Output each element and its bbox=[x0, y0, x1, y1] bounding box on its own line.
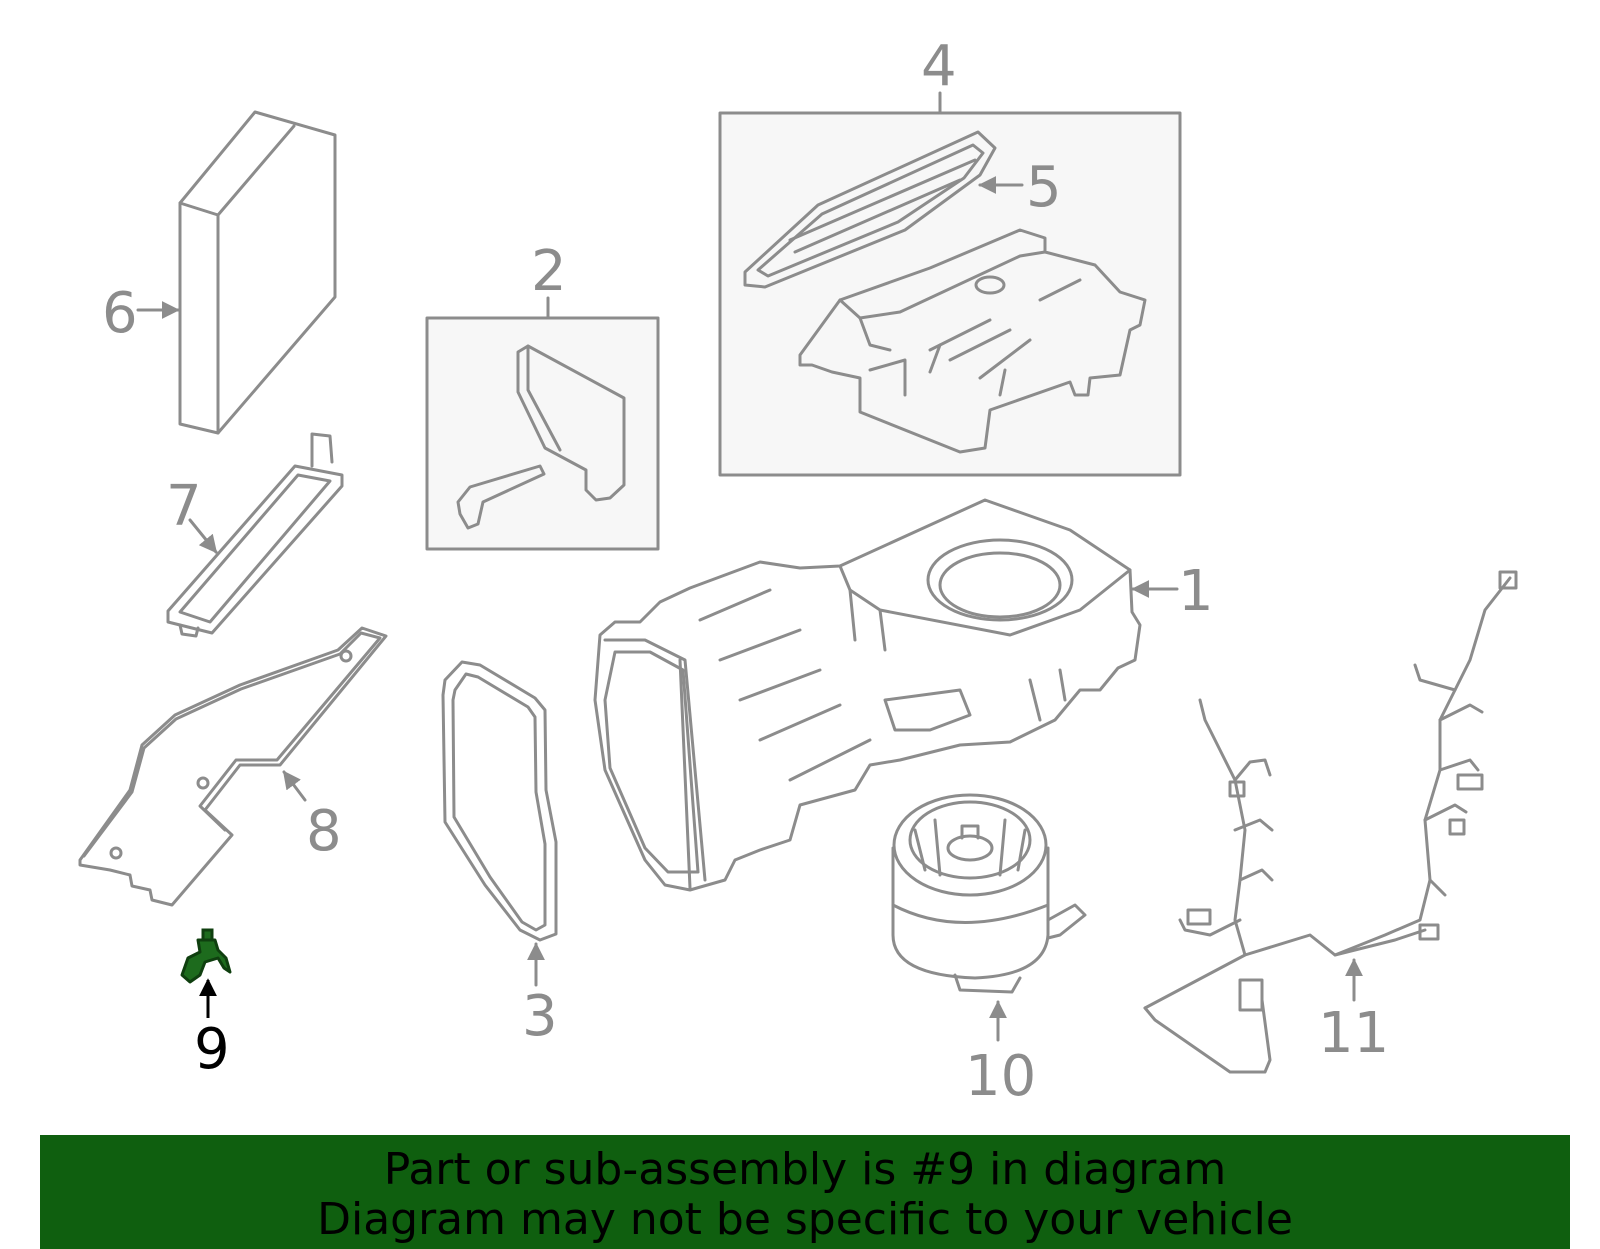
part-4-case-box bbox=[718, 111, 1182, 477]
callout-10: 10 bbox=[965, 1044, 1036, 1109]
part-1-blower-housing bbox=[593, 498, 1142, 892]
callout-6: 6 bbox=[102, 281, 138, 346]
part-9-fastener-highlighted[interactable] bbox=[180, 928, 232, 1018]
callout-4: 4 bbox=[921, 34, 957, 99]
callout-labels: 1 2 3 4 5 6 7 8 9 10 11 bbox=[102, 34, 1389, 1109]
callout-5: 5 bbox=[1026, 155, 1062, 220]
info-banner: Part or sub-assembly is #9 in diagram Di… bbox=[40, 1135, 1570, 1249]
callout-8: 8 bbox=[306, 799, 342, 864]
banner-line-1: Part or sub-assembly is #9 in diagram bbox=[383, 1144, 1227, 1195]
callout-3: 3 bbox=[522, 984, 558, 1049]
callout-1: 1 bbox=[1178, 559, 1214, 624]
part-3-gasket bbox=[441, 660, 558, 942]
callout-11: 11 bbox=[1318, 1001, 1389, 1066]
leader-lines bbox=[136, 91, 1363, 1042]
part-6-filter-panel bbox=[178, 110, 337, 435]
callout-9: 9 bbox=[194, 1017, 230, 1082]
callout-2: 2 bbox=[531, 239, 567, 304]
part-10-blower-motor bbox=[891, 793, 1087, 994]
callout-7: 7 bbox=[166, 474, 202, 539]
banner-line-2: Diagram may not be specific to your vehi… bbox=[317, 1194, 1293, 1245]
part-8-shield-bracket bbox=[78, 626, 388, 907]
part-11-wiring-harness bbox=[1143, 570, 1518, 1074]
part-7-filter-frame bbox=[166, 432, 344, 638]
part-2-kit-box bbox=[425, 316, 660, 551]
